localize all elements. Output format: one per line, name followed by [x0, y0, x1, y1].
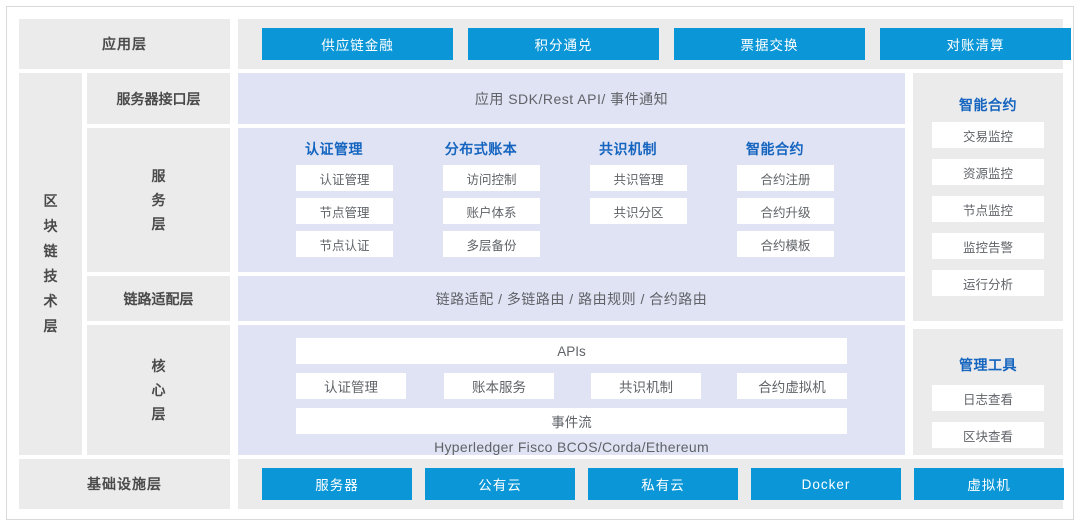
- infra-tile-server[interactable]: 服务器: [262, 468, 412, 500]
- core-label-char-2: 层: [151, 406, 166, 422]
- layer-label-core: 核 心 层: [87, 325, 230, 455]
- infra-tile-public-cloud[interactable]: 公有云: [425, 468, 575, 500]
- side-chip-monitor-alert[interactable]: 监控告警: [932, 233, 1044, 259]
- layer-content-server-interface: 应用 SDK/Rest API/ 事件通知: [238, 73, 905, 124]
- core-apis-bar[interactable]: APIs: [296, 338, 847, 364]
- layer-label-link-adaptation: 链路适配层: [87, 276, 230, 321]
- infrastructure-layer-row: 基础设施层 服务器 公有云 私有云 Docker 虚拟机: [19, 459, 1064, 509]
- side-panel-smart-contract: 智能合约 交易监控 资源监控 节点监控 监控告警 运行分析: [913, 73, 1063, 321]
- side-chip-resource-monitor[interactable]: 资源监控: [932, 159, 1044, 185]
- service-chip-identity-1[interactable]: 节点管理: [296, 198, 393, 224]
- diagram-frame: 应用层 供应链金融 积分通兑 票据交换 对账清算 区 块 链 技 术 层 服务器…: [6, 6, 1074, 520]
- service-label-char-2: 层: [151, 216, 166, 232]
- service-chip-ledger-0[interactable]: 访问控制: [443, 165, 540, 191]
- spine-char-4: 术: [43, 293, 58, 309]
- server-interface-text: 应用 SDK/Rest API/ 事件通知: [474, 90, 669, 107]
- app-tile-bill-exchange[interactable]: 票据交换: [674, 28, 865, 60]
- link-adaptation-text: 链路适配 / 多链路由 / 路由规则 / 合约路由: [435, 290, 708, 307]
- spine-label-blockchain-technology-layer: 区 块 链 技 术 层: [19, 73, 82, 455]
- layer-label-service: 服 务 层: [87, 128, 230, 272]
- application-layer-tiles: 供应链金融 积分通兑 票据交换 对账清算: [238, 19, 1071, 69]
- spine-char-1: 块: [43, 218, 58, 234]
- service-chip-consensus-0[interactable]: 共识管理: [590, 165, 687, 191]
- service-chip-ledger-1[interactable]: 账户体系: [443, 198, 540, 224]
- side-panel-management-tools: 管理工具 日志查看 区块查看: [913, 329, 1063, 455]
- service-chip-ledger-2[interactable]: 多层备份: [443, 231, 540, 257]
- infra-tile-private-cloud[interactable]: 私有云: [588, 468, 738, 500]
- side-chip-block-explorer[interactable]: 区块查看: [932, 422, 1044, 448]
- core-service-identity[interactable]: 认证管理: [296, 373, 406, 399]
- core-event-stream-bar[interactable]: 事件流: [296, 408, 847, 434]
- spine-char-2: 链: [43, 243, 58, 259]
- app-tile-reconciliation-settlement[interactable]: 对账清算: [880, 28, 1071, 60]
- layer-label-server-interface: 服务器接口层: [87, 73, 230, 124]
- app-tile-supply-chain-finance[interactable]: 供应链金融: [262, 28, 453, 60]
- service-label-char-1: 务: [151, 192, 166, 208]
- side-panel-title-management-tools: 管理工具: [959, 357, 1017, 373]
- layer-content-link-adaptation: 链路适配 / 多链路由 / 路由规则 / 合约路由: [238, 276, 905, 321]
- service-chip-consensus-1[interactable]: 共识分区: [590, 198, 687, 224]
- service-chip-identity-0[interactable]: 认证管理: [296, 165, 393, 191]
- core-label-char-1: 心: [151, 382, 166, 398]
- service-column-title-distributed-ledger: 分布式账本: [444, 141, 518, 157]
- service-chip-contract-2[interactable]: 合约模板: [737, 231, 834, 257]
- side-chip-log-viewer[interactable]: 日志查看: [932, 385, 1044, 411]
- spine-char-3: 技: [43, 268, 58, 284]
- service-column-title-identity: 认证管理: [305, 141, 363, 157]
- infra-tile-docker[interactable]: Docker: [751, 468, 901, 500]
- service-chip-contract-1[interactable]: 合约升级: [737, 198, 834, 224]
- service-chip-identity-2[interactable]: 节点认证: [296, 231, 393, 257]
- side-panel-title-smart-contract: 智能合约: [959, 97, 1017, 113]
- infra-tile-virtual-machine[interactable]: 虚拟机: [914, 468, 1064, 500]
- infrastructure-layer-tiles: 服务器 公有云 私有云 Docker 虚拟机: [238, 459, 1064, 509]
- side-chip-node-monitor[interactable]: 节点监控: [932, 196, 1044, 222]
- core-service-contract-vm[interactable]: 合约虚拟机: [737, 373, 847, 399]
- layer-content-service: 认证管理 分布式账本 共识机制 智能合约 认证管理 节点管理 节点认证 访问控制…: [238, 128, 905, 272]
- application-layer-label: 应用层: [19, 19, 230, 69]
- service-label-char-0: 服: [151, 168, 166, 184]
- layer-content-core: APIs 认证管理 账本服务 共识机制 合约虚拟机 事件流 Hyperledge…: [238, 325, 905, 455]
- blockchain-technology-band: 区 块 链 技 术 层 服务器接口层 应用 SDK/Rest API/ 事件通知…: [19, 73, 1063, 455]
- infrastructure-layer-label: 基础设施层: [19, 459, 230, 509]
- application-layer-row: 应用层 供应链金融 积分通兑 票据交换 对账清算: [19, 19, 1071, 69]
- service-column-title-smart-contract: 智能合约: [746, 141, 804, 157]
- core-platform-footer: Hyperledger Fisco BCOS/Corda/Ethereum: [434, 438, 709, 455]
- side-chip-transaction-monitor[interactable]: 交易监控: [932, 122, 1044, 148]
- service-column-title-consensus: 共识机制: [599, 141, 657, 157]
- app-tile-points-exchange[interactable]: 积分通兑: [468, 28, 659, 60]
- side-chip-runtime-analysis[interactable]: 运行分析: [932, 270, 1044, 296]
- service-chip-contract-0[interactable]: 合约注册: [737, 165, 834, 191]
- spine-char-5: 层: [43, 318, 58, 334]
- core-service-ledger[interactable]: 账本服务: [444, 373, 554, 399]
- spine-char-0: 区: [43, 193, 58, 209]
- core-label-char-0: 核: [151, 358, 166, 374]
- core-service-consensus[interactable]: 共识机制: [591, 373, 701, 399]
